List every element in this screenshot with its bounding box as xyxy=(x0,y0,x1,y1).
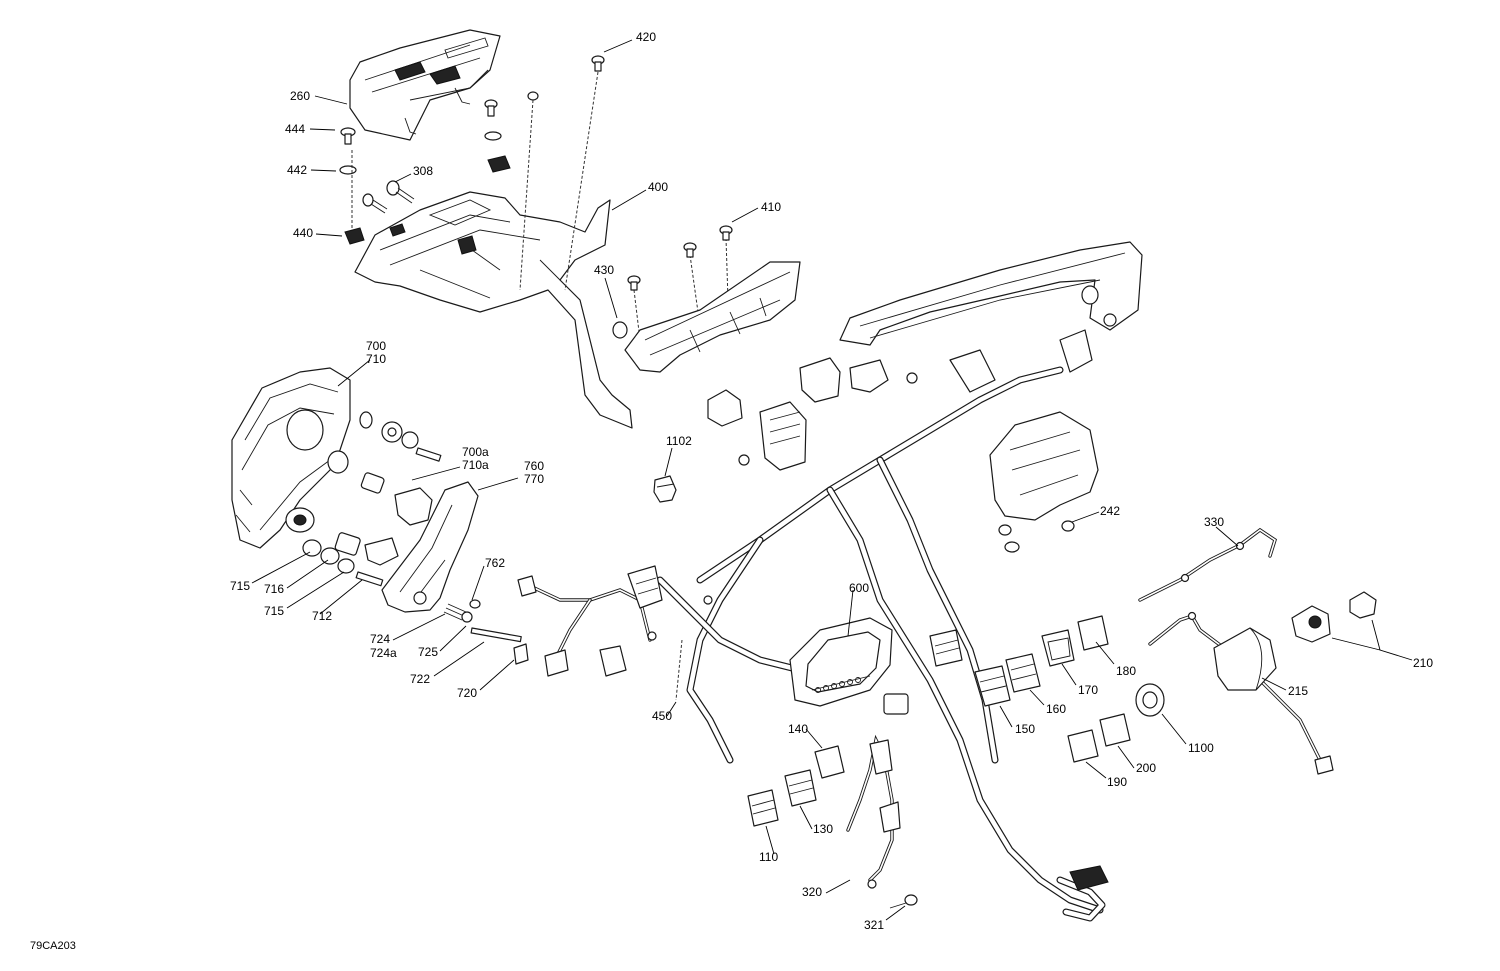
callout-710a: 710a xyxy=(462,458,489,472)
washer-442 xyxy=(339,165,357,175)
callout-712: 712 xyxy=(312,609,332,623)
callout-450: 450 xyxy=(652,709,672,723)
callout-140: 140 xyxy=(788,722,808,736)
dashed-line-450 xyxy=(675,639,683,701)
callout-724: 724 xyxy=(370,632,390,646)
callout-160: 160 xyxy=(1046,702,1066,716)
dashed-line-410-b xyxy=(689,254,699,313)
callout-760: 760 xyxy=(524,459,544,473)
fasteners-410 xyxy=(627,225,733,291)
callout-700: 700 xyxy=(366,339,386,353)
left-harness-branch xyxy=(517,565,713,677)
headlight-700 xyxy=(231,367,351,549)
callout-260: 260 xyxy=(290,89,310,103)
callout-130: 130 xyxy=(813,822,833,836)
switch-set xyxy=(747,615,1131,827)
callout-420: 420 xyxy=(636,30,656,44)
callout-215: 215 xyxy=(1288,684,1308,698)
harness-330 xyxy=(1138,527,1278,602)
dash-frame xyxy=(839,241,1143,393)
callout-1102: 1102 xyxy=(666,434,692,448)
harness-320 xyxy=(846,734,901,889)
callout-444: 444 xyxy=(285,122,305,136)
callout-710: 710 xyxy=(366,352,386,366)
callout-770: 770 xyxy=(524,472,544,486)
callout-308: 308 xyxy=(413,164,433,178)
harness-connector-block xyxy=(883,693,1109,891)
dashed-line-420 xyxy=(564,71,599,291)
callout-320: 320 xyxy=(802,885,822,899)
callout-725: 725 xyxy=(418,645,438,659)
clip-430 xyxy=(612,321,628,339)
callout-400: 400 xyxy=(648,180,668,194)
screw-321 xyxy=(889,894,918,909)
callout-700a: 700a xyxy=(462,445,489,459)
clip-440 xyxy=(344,227,365,245)
callout-724a: 724a xyxy=(370,646,397,660)
callout-440: 440 xyxy=(293,226,313,240)
switch-210 xyxy=(1291,591,1377,643)
display-indicators xyxy=(815,677,861,693)
upper-cover-260 xyxy=(349,29,501,141)
callout-170: 170 xyxy=(1078,683,1098,697)
callout-110: 110 xyxy=(759,850,778,864)
dashed-line-upper xyxy=(519,99,534,291)
leader-lines xyxy=(251,39,1413,921)
callout-330: 330 xyxy=(1204,515,1224,529)
adjuster-hardware xyxy=(443,599,529,665)
callout-600: 600 xyxy=(849,581,869,595)
callout-190: 190 xyxy=(1107,775,1127,789)
dashed-line-410-a xyxy=(725,237,729,301)
switch-1102 xyxy=(653,475,677,503)
callout-150: 150 xyxy=(1015,722,1035,736)
callout-labels: 420 260 444 442 308 400 410 440 430 700 … xyxy=(230,30,1433,932)
callout-242: 242 xyxy=(1100,504,1120,518)
cover-215 xyxy=(1213,627,1277,691)
callout-722: 722 xyxy=(410,672,430,686)
harness-connectors-upper xyxy=(707,357,918,471)
main-wiring-harness xyxy=(656,366,1106,922)
callout-1100: 1100 xyxy=(1188,741,1214,755)
callout-200: 200 xyxy=(1136,761,1156,775)
headlight-bracket-760 xyxy=(381,481,479,613)
callout-410: 410 xyxy=(761,200,781,214)
callout-210: 210 xyxy=(1413,656,1433,670)
bracket-400 xyxy=(354,191,633,429)
socket-1100 xyxy=(1135,683,1165,717)
callout-430: 430 xyxy=(594,263,614,277)
callout-715-lower: 715 xyxy=(264,604,284,618)
callout-442: 442 xyxy=(287,163,307,177)
display-600 xyxy=(789,617,893,707)
headlight-hardware xyxy=(302,411,442,587)
callout-716: 716 xyxy=(264,582,284,596)
module-242 xyxy=(989,411,1099,553)
callout-321: 321 xyxy=(864,918,884,932)
screw-308 xyxy=(362,180,415,214)
callout-715-upper: 715 xyxy=(230,579,250,593)
callout-180: 180 xyxy=(1116,664,1136,678)
support-bracket xyxy=(624,261,801,373)
screw-444 xyxy=(340,127,356,145)
diagram-reference-code: 79CA203 xyxy=(30,940,76,952)
fasteners-upper-center xyxy=(484,55,605,173)
callout-762: 762 xyxy=(485,556,505,570)
callout-720: 720 xyxy=(457,686,477,700)
